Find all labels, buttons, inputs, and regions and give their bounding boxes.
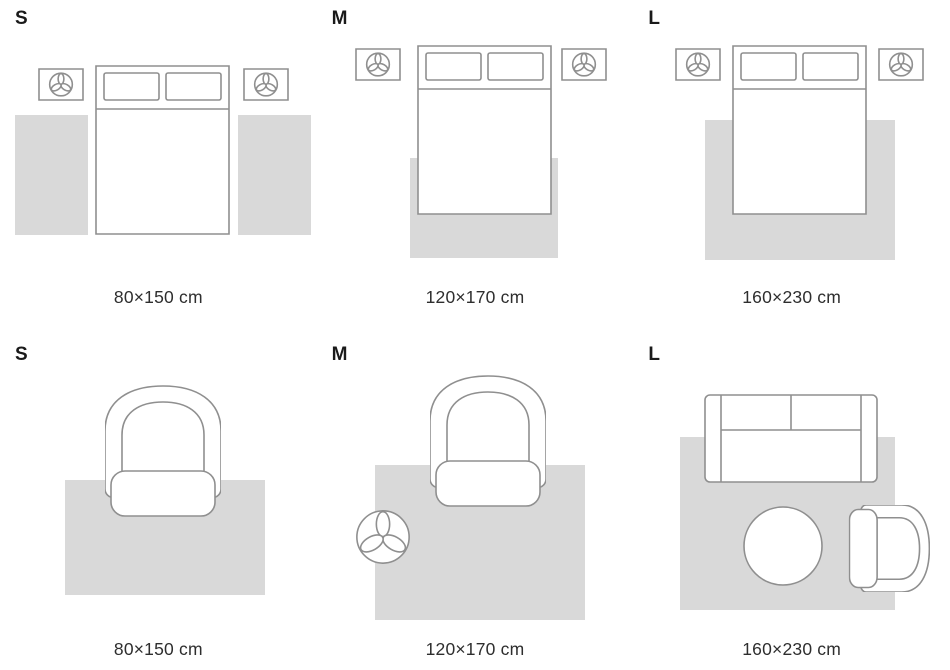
size-label: M <box>331 8 348 29</box>
armchair <box>105 385 222 517</box>
size-label: S <box>15 8 28 29</box>
panel-living-s: S 80×150 cm <box>0 322 317 670</box>
panel-bedroom-l: L 160×230 cm <box>633 0 950 322</box>
panel-bedroom-m: M 120×170 cm <box>317 0 634 322</box>
living-small-diagram <box>65 385 266 595</box>
size-caption: 160×230 cm <box>742 639 842 659</box>
bedroom-small-diagram <box>15 65 312 235</box>
size-label: L <box>648 8 660 29</box>
bedroom-large-diagram <box>634 45 950 260</box>
bedside-runner-left <box>15 115 89 235</box>
nightstand-right <box>562 49 606 80</box>
size-caption: 120×170 cm <box>425 639 525 659</box>
bedside-runner-right <box>238 115 312 235</box>
bedroom-medium-diagram <box>317 45 633 258</box>
panel-living-m: M 120×170 cm <box>317 322 634 670</box>
bed <box>731 45 867 215</box>
nightstand-right <box>879 49 923 80</box>
plant-icon <box>355 509 411 565</box>
living-room-row: S 80×150 cm M 120×170 cm L <box>0 322 950 670</box>
size-label: M <box>331 344 348 365</box>
nightstand-right <box>244 69 288 100</box>
size-label: S <box>15 344 28 365</box>
size-caption: 160×230 cm <box>742 287 842 307</box>
size-label: L <box>648 344 660 365</box>
armchair <box>429 375 546 507</box>
living-large-diagram <box>679 370 930 610</box>
nightstand-left <box>676 49 720 80</box>
size-caption: 80×150 cm <box>113 639 203 659</box>
living-medium-diagram <box>355 375 585 620</box>
panel-living-l: L 160×230 cm <box>633 322 950 670</box>
panel-bedroom-s: S 80×150 cm <box>0 0 317 322</box>
bedroom-row: S 80×150 cm M 120×170 cm L <box>0 0 950 322</box>
size-caption: 80×150 cm <box>113 287 203 307</box>
side-chair <box>848 505 930 592</box>
nightstand-left <box>39 69 83 100</box>
coffee-table <box>744 507 822 585</box>
nightstand-left <box>356 49 400 80</box>
bed <box>95 65 231 235</box>
bed <box>417 45 552 215</box>
size-caption: 120×170 cm <box>425 287 525 307</box>
sofa <box>705 395 877 482</box>
